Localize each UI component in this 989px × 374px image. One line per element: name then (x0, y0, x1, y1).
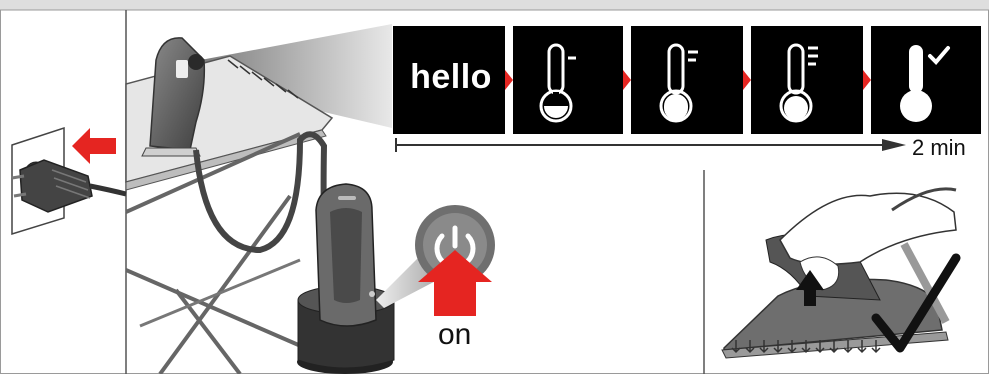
sequence-arrow-icon (623, 70, 631, 90)
timeline-arrow-icon (882, 139, 906, 151)
power-on-label: on (438, 318, 471, 352)
sequence-arrow-icon (743, 70, 751, 90)
plug-in-arrow-icon (72, 128, 116, 164)
display-hello-text: hello (395, 58, 507, 97)
display-temp-panel-1 (513, 26, 623, 134)
duration-label: 2 min (912, 135, 966, 161)
steam-generator-base (297, 184, 394, 374)
sequence-arrow-icon (863, 70, 871, 90)
hand-holding-iron-icon (722, 189, 956, 358)
top-band (0, 0, 989, 10)
